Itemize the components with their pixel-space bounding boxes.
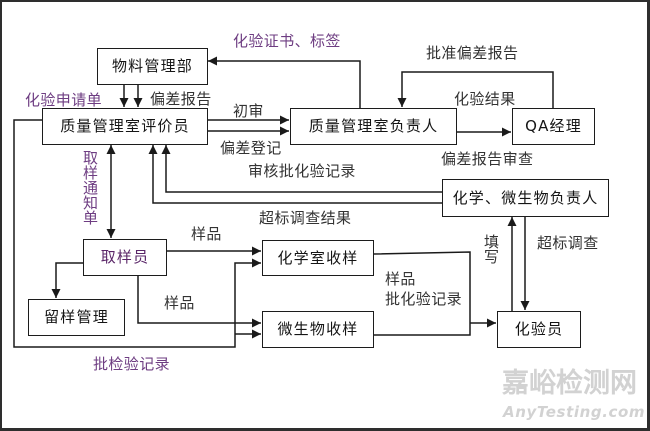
label-certificate-and-label: 化验证书、标签 bbox=[233, 32, 341, 50]
node-label: 化学、微生物负责人 bbox=[452, 188, 599, 207]
edge-sampler-to-retained bbox=[51, 262, 83, 298]
node-label: 质量管理室负责人 bbox=[308, 117, 439, 135]
node-chem-micro-head: 化学、微生物负责人 bbox=[442, 179, 609, 217]
node-analyst: 化验员 bbox=[497, 311, 581, 348]
node-material-dept: 物料管理部 bbox=[97, 48, 208, 85]
label-test-request-form: 化验申请单 bbox=[25, 91, 103, 109]
edge-evaluator-loop-to-chem-lab bbox=[13, 119, 261, 348]
node-micro-receipt: 微生物收样 bbox=[262, 311, 374, 348]
edge-qm-head-to-material-dept bbox=[208, 56, 361, 108]
node-label: 物料管理部 bbox=[111, 57, 193, 75]
node-qa-manager: QA经理 bbox=[512, 108, 595, 145]
node-label: 化验员 bbox=[514, 320, 564, 338]
label-oos-investigation: 超标调查 bbox=[537, 234, 599, 252]
label-approve-deviation-report: 批准偏差报告 bbox=[426, 44, 519, 62]
edge-chem-micro-head-to-evaluator-review bbox=[161, 145, 442, 193]
node-label: 质量管理室评价员 bbox=[60, 117, 190, 135]
node-label: 微生物收样 bbox=[277, 320, 359, 338]
label-fill-in: 填写 bbox=[482, 234, 500, 264]
label-deviation-report: 偏差报告 bbox=[150, 90, 212, 108]
edge-sampler-to-micro bbox=[137, 275, 261, 328]
node-sampler: 取样员 bbox=[83, 239, 167, 276]
label-review-batch-test-records: 审核批化验记录 bbox=[248, 162, 356, 180]
label-sample-to-chem: 样品 bbox=[191, 225, 222, 243]
watermark-cn: 嘉峪检测网 bbox=[502, 368, 637, 399]
node-chem-lab-receipt: 化学室收样 bbox=[262, 240, 374, 276]
edge-chem-micro-head-to-evaluator-oos bbox=[148, 145, 442, 204]
label-deviation-registration: 偏差登记 bbox=[220, 139, 282, 157]
label-test-result: 化验结果 bbox=[454, 90, 516, 108]
node-retained-sample-mgmt: 留样管理 bbox=[28, 299, 125, 336]
node-label: QA经理 bbox=[525, 117, 582, 135]
label-oos-investigation-result: 超标调查结果 bbox=[259, 209, 352, 227]
node-label: 化学室收样 bbox=[277, 248, 359, 267]
label-batch-test-record-to-analyst: 批化验记录 bbox=[385, 290, 463, 308]
node-qm-evaluator: 质量管理室评价员 bbox=[42, 108, 208, 145]
label-deviation-report-review: 偏差报告审查 bbox=[441, 150, 534, 168]
node-label: 取样员 bbox=[100, 248, 150, 266]
label-sampling-notice: 取样通知单 bbox=[81, 150, 99, 225]
label-batch-inspection-record: 批检验记录 bbox=[93, 355, 171, 373]
label-sample-to-micro: 样品 bbox=[164, 294, 195, 312]
edge-receipts-merge bbox=[372, 251, 471, 336]
watermark-en: AnyTesting.com bbox=[503, 403, 646, 421]
edge-qa-to-qm-head bbox=[397, 71, 554, 108]
node-qm-head: 质量管理室负责人 bbox=[290, 108, 457, 145]
label-initial-review: 初审 bbox=[233, 102, 264, 120]
label-sample-to-analyst: 样品 bbox=[385, 270, 416, 288]
node-label: 留样管理 bbox=[44, 308, 109, 326]
